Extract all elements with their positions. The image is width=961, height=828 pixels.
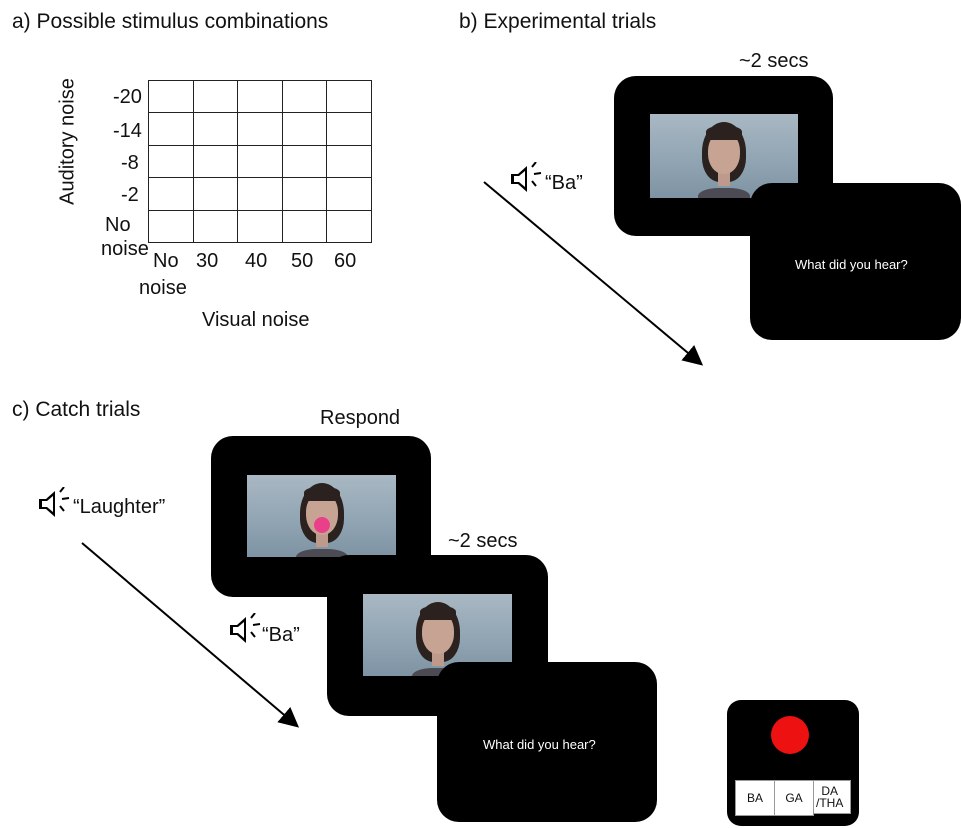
question-screen: What did you hear? [750,183,961,340]
question-text: What did you hear? [795,257,908,272]
grid-cell [238,81,283,114]
y-tick-5b: noise [101,238,149,260]
grid-cell [282,210,328,243]
x-axis-label: Visual noise [202,309,310,331]
grid-cell [193,178,239,211]
grid-cell [282,145,328,179]
grid-cell [327,113,372,146]
x-tick-4: 50 [291,250,314,272]
grid-cell [193,210,239,243]
record-indicator-icon [771,716,809,754]
x-tick-2: 30 [196,250,219,272]
panel-b-title: b) Experimental trials [459,10,657,33]
respond-label: Respond [320,407,401,429]
audio-label-ba-2: “Ba” [262,624,300,646]
grid-cell [238,210,283,243]
grid-cell [327,81,372,114]
y-tick-1: -20 [113,86,142,108]
grid-cell [282,178,328,211]
x-tick-1: No [153,250,179,272]
x-tick-1b: noise [139,277,187,299]
grid-cell [193,81,239,114]
grid-cell [282,113,328,146]
audio-label-ba: “Ba” [545,172,583,194]
grid-cell [327,210,372,243]
response-button-da-tha[interactable]: DA /THA [813,780,851,814]
audio-label-laughter: “Laughter” [73,496,166,518]
y-tick-5a: No [105,214,131,236]
grid-cell [149,210,194,243]
y-tick-2: -14 [113,120,142,142]
face-image [650,114,798,198]
grid-cell [149,145,194,179]
panel-c-title: c) Catch trials [12,398,141,421]
y-tick-3: -8 [121,152,139,174]
grid-cell [149,178,194,211]
grid-cell [149,113,194,146]
y-tick-4: -2 [121,184,139,206]
grid-cell [238,178,283,211]
speaker-icon [511,162,542,192]
grid-cell [193,113,239,146]
grid-cell [149,81,194,114]
duration-label: ~2 secs [739,50,809,72]
x-tick-5: 60 [334,250,357,272]
panel-a-title: a) Possible stimulus combinations [12,10,329,33]
catch-marker-icon [313,517,330,533]
response-button-ba[interactable]: BA [735,780,775,816]
x-tick-3: 40 [245,250,268,272]
grid-cell [282,81,328,114]
speaker-icon [230,613,261,643]
grid-cell [238,145,283,179]
response-button-ga[interactable]: GA [774,780,814,816]
catch-question-screen: What did you hear? [437,662,657,822]
face-image [247,475,396,557]
catch-question-text: What did you hear? [483,737,596,752]
catch-duration-label: ~2 secs [448,530,518,552]
speaker-icon [39,487,70,517]
grid-cell [238,113,283,146]
stimulus-grid [148,80,372,243]
response-panel: BA GA DA /THA [727,700,859,826]
grid-cell [193,145,239,179]
catch-video-screen [211,436,431,597]
grid-cell [327,178,372,211]
grid-cell [327,145,372,179]
